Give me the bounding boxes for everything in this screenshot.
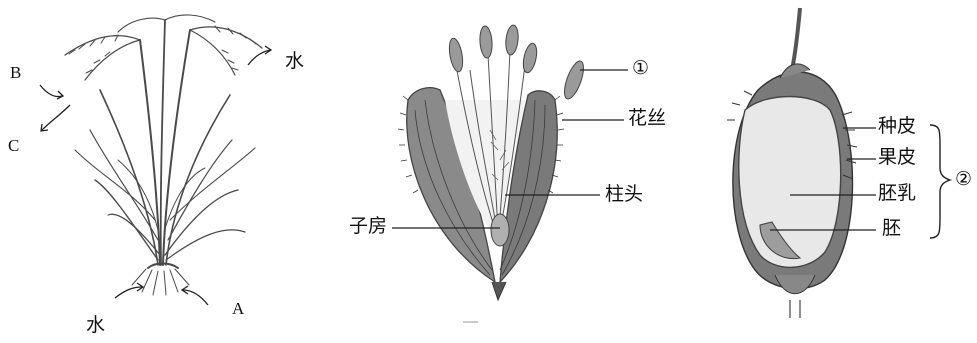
- label-stigma: 柱头: [605, 185, 643, 204]
- label-ovary: 子房: [349, 217, 387, 236]
- ovary: [491, 214, 509, 246]
- arrow-water-in: [115, 287, 142, 298]
- rice-plant-illustration: [65, 15, 262, 295]
- label-c: C: [8, 137, 19, 154]
- arrow-a: [183, 290, 208, 305]
- arrow-c: [42, 105, 70, 130]
- label-circle-1: ①: [632, 59, 649, 78]
- label-pericarp: 果皮: [878, 148, 916, 167]
- label-embryo: 胚: [882, 219, 901, 238]
- label-filament: 花丝: [628, 109, 666, 128]
- label-circle-2: ②: [955, 170, 972, 189]
- label-water-top: 水: [285, 52, 304, 71]
- seed-awn: [792, 8, 800, 70]
- anthers: [447, 24, 587, 101]
- label-b: B: [10, 64, 21, 81]
- rice-seed-illustration: [727, 8, 950, 318]
- arrow-b-head: [57, 91, 63, 99]
- rice-flower-illustration: [392, 24, 628, 300]
- label-a: A: [232, 300, 244, 317]
- label-water-bottom: 水: [86, 316, 105, 335]
- label-seed-coat: 种皮: [878, 117, 916, 136]
- label-endosperm: 胚乳: [878, 184, 916, 203]
- seed-endosperm: [739, 97, 841, 268]
- brace: [930, 125, 950, 238]
